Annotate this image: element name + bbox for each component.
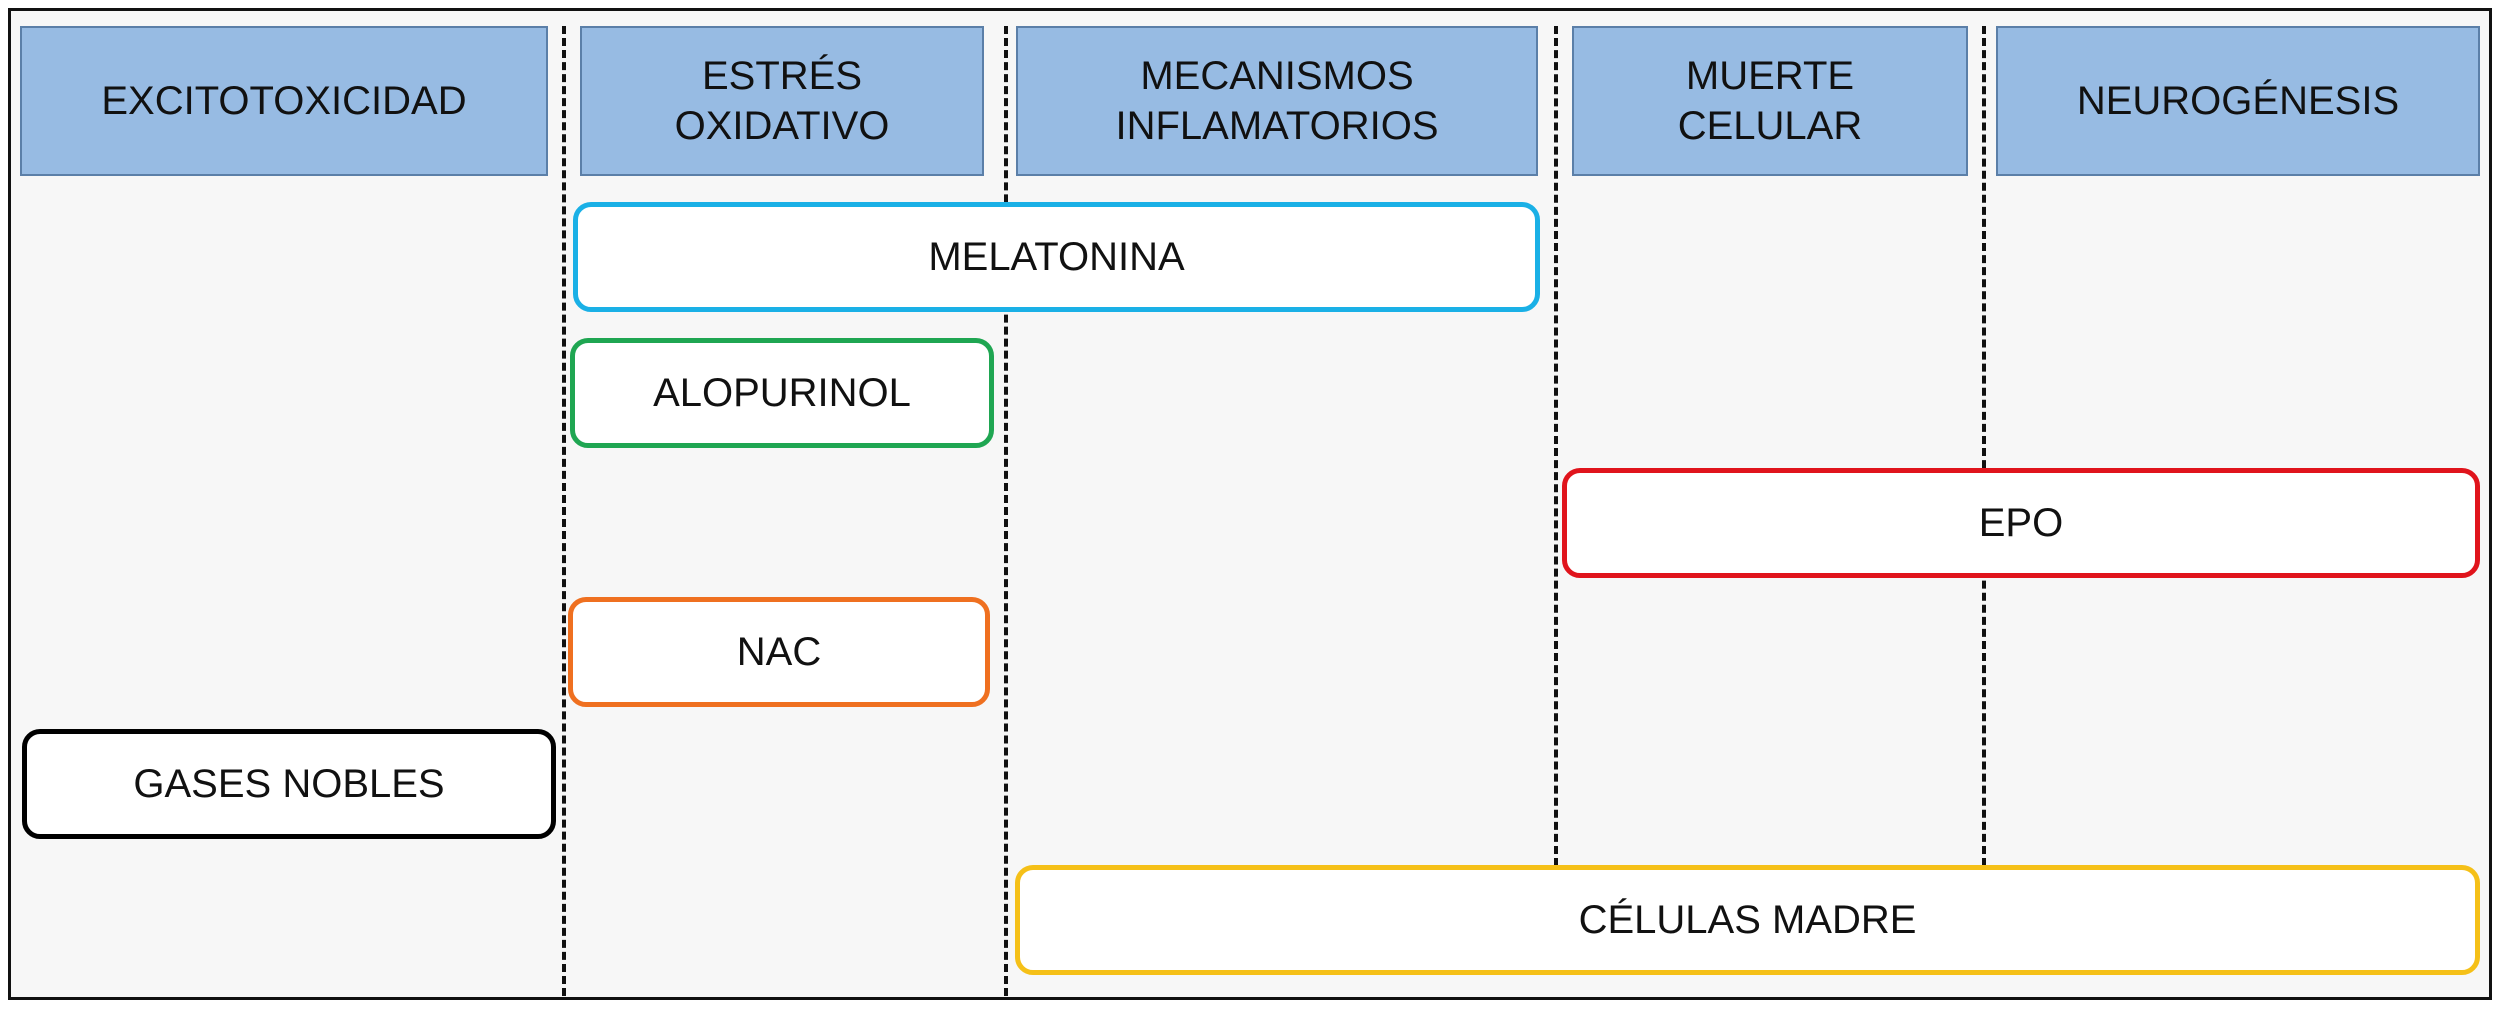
- therapy-box-epo: EPO: [1562, 468, 2480, 578]
- column-divider-1: [562, 26, 566, 996]
- column-header-muerte-celular: MUERTE CELULAR: [1572, 26, 1968, 176]
- therapy-box-celulas-madre: CÉLULAS MADRE: [1015, 865, 2480, 975]
- column-header-estres-oxidativo: ESTRÉS OXIDATIVO: [580, 26, 984, 176]
- column-header-excitotoxicidad: EXCITOTOXICIDAD: [20, 26, 548, 176]
- column-divider-2: [1004, 26, 1008, 996]
- column-divider-4: [1982, 26, 1986, 866]
- column-header-mecanismos-inflamatorios: MECANISMOS INFLAMATORIOS: [1016, 26, 1538, 176]
- column-divider-3: [1554, 26, 1558, 866]
- therapy-box-alopurinol: ALOPURINOL: [570, 338, 994, 448]
- column-header-neurogenesis: NEUROGÉNESIS: [1996, 26, 2480, 176]
- therapy-box-nac: NAC: [568, 597, 990, 707]
- therapy-box-melatonina: MELATONINA: [573, 202, 1540, 312]
- therapy-box-gases-nobles: GASES NOBLES: [22, 729, 556, 839]
